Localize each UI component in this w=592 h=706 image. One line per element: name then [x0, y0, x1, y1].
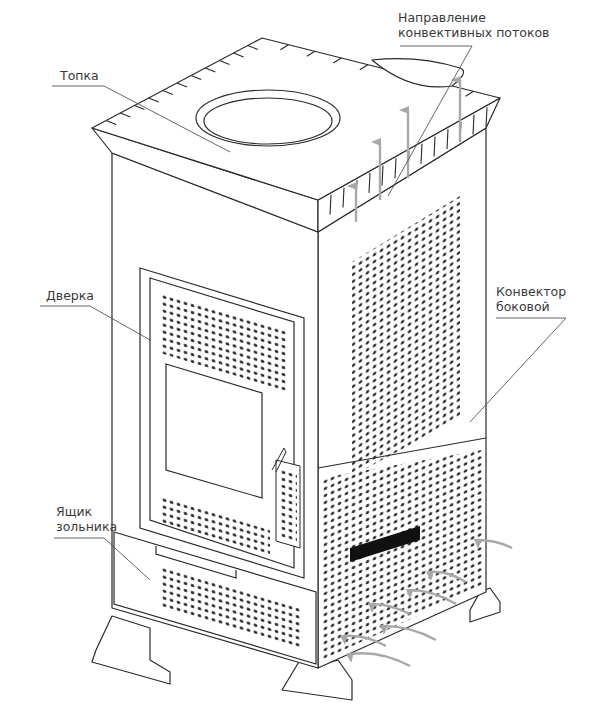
vent-slot: [248, 46, 258, 50]
vent-slot: [149, 98, 159, 102]
part-label: Дверка: [46, 288, 126, 303]
vent-slot: [234, 53, 244, 57]
vent-slot: [343, 187, 344, 207]
part-label: Ящик зольника: [56, 504, 136, 534]
hob-ring: [196, 90, 340, 146]
intake-arrow: [350, 653, 410, 666]
front-face: [112, 153, 318, 668]
door: [140, 268, 304, 578]
vent-slot: [447, 129, 448, 149]
intake-arrow: [384, 626, 436, 640]
vent-slot: [191, 76, 201, 80]
vent-slot: [382, 166, 383, 186]
intake-arrow: [372, 604, 410, 614]
vent-slot: [163, 91, 173, 95]
vent-slot: [205, 68, 215, 72]
side-perforation: [352, 196, 460, 476]
door-perforation: [160, 496, 270, 556]
flow-arrow: [459, 80, 461, 140]
intake-arrow: [430, 572, 466, 582]
vent-slot: [486, 107, 487, 127]
flow-arrow: [407, 110, 409, 178]
handle-perforation: [279, 466, 297, 544]
hob-ring: [204, 98, 332, 144]
vent-slot: [421, 144, 422, 164]
leader-line: [388, 46, 472, 196]
vent-slot: [333, 58, 341, 63]
flow-label: Направление конвективных потоков: [398, 10, 558, 40]
vent-slot: [360, 65, 368, 70]
brand-badge: [350, 526, 420, 562]
vent-slot: [220, 61, 230, 65]
lid-top: [92, 38, 500, 200]
vent-slot: [434, 136, 435, 156]
vent-slot: [466, 91, 474, 96]
door-handle: [276, 460, 300, 548]
side-grille: [322, 450, 482, 660]
foot: [92, 616, 170, 684]
vent-slot: [473, 115, 474, 135]
flow-arrow: [355, 186, 357, 222]
part-label: Конвектор боковой: [496, 284, 586, 314]
vent-slot: [120, 113, 130, 117]
vent-slot: [395, 158, 396, 178]
vent-slot: [106, 121, 116, 125]
leader-line: [54, 538, 150, 580]
door-frame: [150, 278, 294, 568]
intake-arrow: [410, 590, 456, 604]
flue-opening: [372, 59, 464, 87]
door-latch: [272, 448, 286, 472]
flow-arrow: [379, 142, 381, 200]
intake-arrow: [478, 540, 512, 548]
vent-slot: [330, 195, 331, 215]
part-label: Топка: [60, 68, 140, 83]
drawer-perforation: [160, 566, 300, 650]
vent-slot: [369, 173, 370, 193]
leader-line: [52, 86, 230, 152]
intake-arrow: [344, 636, 386, 646]
leader-line: [470, 318, 566, 422]
vent-slot: [280, 45, 288, 50]
door-glass: [166, 364, 262, 498]
leader-line: [40, 306, 150, 340]
ash-drawer: [114, 532, 316, 664]
vent-slot: [177, 83, 187, 87]
vent-slot: [307, 51, 315, 56]
